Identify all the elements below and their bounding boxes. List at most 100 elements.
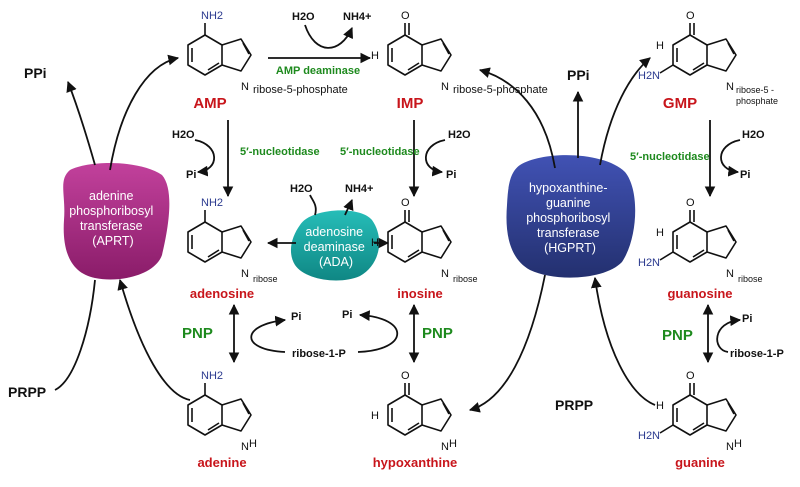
gmp-label: GMP xyxy=(663,95,697,112)
svg-text:O: O xyxy=(401,370,410,382)
svg-text:NH2: NH2 xyxy=(201,197,223,209)
svg-text:H: H xyxy=(371,410,379,422)
nh4-top: NH4+ xyxy=(343,11,371,23)
gmp-structure: O H H2N N ribose-5 - phosphate xyxy=(638,10,778,106)
prpp-left: PRPP xyxy=(8,384,46,400)
pi-pnp-left: Pi xyxy=(291,311,301,323)
pnp-label-mid: PNP xyxy=(422,325,453,342)
inosine-label: inosine xyxy=(397,286,443,301)
pnp-label-right: PNP xyxy=(662,327,693,344)
amp-nucleotidase-side xyxy=(194,139,215,177)
pnp-label-left: PNP xyxy=(182,325,213,342)
svg-text:N: N xyxy=(441,268,449,280)
pnp-right-cycle xyxy=(716,315,742,353)
imp-structure: O H N ribose-5-phosphate xyxy=(371,10,548,96)
guanosine-structure: O H H2N N ribose xyxy=(638,197,763,284)
ribose1p-right: ribose-1-P xyxy=(730,348,784,360)
pi-amp: Pi xyxy=(186,169,196,181)
svg-text:O: O xyxy=(686,370,695,382)
adenosine-structure: NH2 N ribose xyxy=(187,197,278,284)
pi-pnp-mid: Pi xyxy=(342,309,352,321)
svg-text:phosphate: phosphate xyxy=(736,96,778,106)
svg-text:N: N xyxy=(726,268,734,280)
hypoxanthine-label: hypoxanthine xyxy=(373,455,458,470)
amp-deaminase-label: AMP deaminase xyxy=(276,65,360,77)
pnp-left-cycle xyxy=(250,315,287,353)
h2o-top: H2O xyxy=(292,11,315,23)
aprt-adenine-arrow xyxy=(117,278,191,401)
pnp-mid-cycle xyxy=(357,310,399,353)
h2o-ada: H2O xyxy=(290,183,313,195)
svg-text:H: H xyxy=(734,438,742,450)
pi-pnp-right: Pi xyxy=(742,313,752,325)
hgprt-to-imp-arrow xyxy=(478,67,556,169)
hgprt-to-gmp-arrow xyxy=(599,57,651,166)
amp-n9: N xyxy=(241,81,249,93)
prpp-right: PRPP xyxy=(555,397,593,413)
svg-text:ribose: ribose xyxy=(253,274,278,284)
aprt-to-amp-arrow xyxy=(109,54,180,171)
svg-text:N: N xyxy=(726,441,734,453)
guanosine-label: guanosine xyxy=(667,286,732,301)
svg-text:N: N xyxy=(726,81,734,93)
svg-text:H: H xyxy=(371,50,379,62)
svg-text:NH2: NH2 xyxy=(201,10,223,22)
svg-text:ribose-5 -: ribose-5 - xyxy=(736,85,774,95)
svg-text:H2N: H2N xyxy=(638,430,660,442)
nucleotidase-gmp-label: 5′-nucleotidase xyxy=(630,151,710,163)
guanine-structure: O H H2N N H xyxy=(638,370,742,453)
ada-water-line xyxy=(309,194,317,216)
adenine-label: adenine xyxy=(197,455,246,470)
hgprt-hypoxanthine-arrow xyxy=(468,274,546,413)
ada-nh4-arrow xyxy=(343,198,354,216)
aprt-ppi-arrow xyxy=(66,80,96,166)
svg-text:O: O xyxy=(401,10,410,22)
adenosine-label: adenosine xyxy=(190,286,254,301)
svg-text:O: O xyxy=(686,197,695,209)
h2o-amp: H2O xyxy=(172,129,195,141)
ppi-left: PPi xyxy=(24,65,47,81)
svg-text:H: H xyxy=(656,40,664,52)
aprt-enzyme-blob xyxy=(63,163,170,280)
ribose1p-mid: ribose-1-P xyxy=(292,348,346,360)
svg-text:ribose-5-phosphate: ribose-5-phosphate xyxy=(453,84,548,96)
h2o-imp: H2O xyxy=(448,129,471,141)
amp-deaminase-side-arrow xyxy=(304,24,353,49)
svg-text:H: H xyxy=(449,438,457,450)
svg-text:NH2: NH2 xyxy=(201,370,223,382)
amp-structure: NH2 N ribose-5-phosphate xyxy=(187,10,348,96)
svg-text:ribose: ribose xyxy=(738,274,763,284)
gmp-nucleotidase-side xyxy=(720,139,741,177)
aprt-prpp-line xyxy=(54,279,96,391)
ppi-right: PPi xyxy=(567,67,590,83)
svg-text:H2N: H2N xyxy=(638,70,660,82)
hgprt-label: hypoxanthine- guanine phosphoribosyl tra… xyxy=(526,181,614,255)
svg-text:ribose: ribose xyxy=(453,274,478,284)
svg-text:H: H xyxy=(656,400,664,412)
adenine-structure: NH2 N H xyxy=(187,370,257,453)
svg-text:H: H xyxy=(656,227,664,239)
svg-text:O: O xyxy=(401,197,410,209)
nucleotidase-amp-label: 5′-nucleotidase xyxy=(240,146,320,158)
svg-text:ribose-5-phosphate: ribose-5-phosphate xyxy=(253,84,348,96)
ada-enzyme-blob xyxy=(290,210,380,281)
nucleotidase-imp-label: 5′-nucleotidase xyxy=(340,146,420,158)
imp-label: IMP xyxy=(397,95,424,112)
imp-nucleotidase-side xyxy=(425,139,446,177)
svg-text:H2N: H2N xyxy=(638,257,660,269)
guanine-label: guanine xyxy=(675,455,725,470)
svg-text:O: O xyxy=(686,10,695,22)
svg-text:N: N xyxy=(241,441,249,453)
svg-text:N: N xyxy=(441,441,449,453)
hgprt-enzyme-blob xyxy=(506,155,636,278)
ada-label: adenosine deaminase (ADA) xyxy=(304,225,369,269)
svg-text:N: N xyxy=(441,81,449,93)
h2o-gmp: H2O xyxy=(742,129,765,141)
hypoxanthine-structure: O H N H xyxy=(371,370,457,453)
amp-label: AMP xyxy=(193,95,226,112)
svg-text:N: N xyxy=(241,268,249,280)
pi-imp: Pi xyxy=(446,169,456,181)
hgprt-guanine-arrow xyxy=(590,276,656,406)
